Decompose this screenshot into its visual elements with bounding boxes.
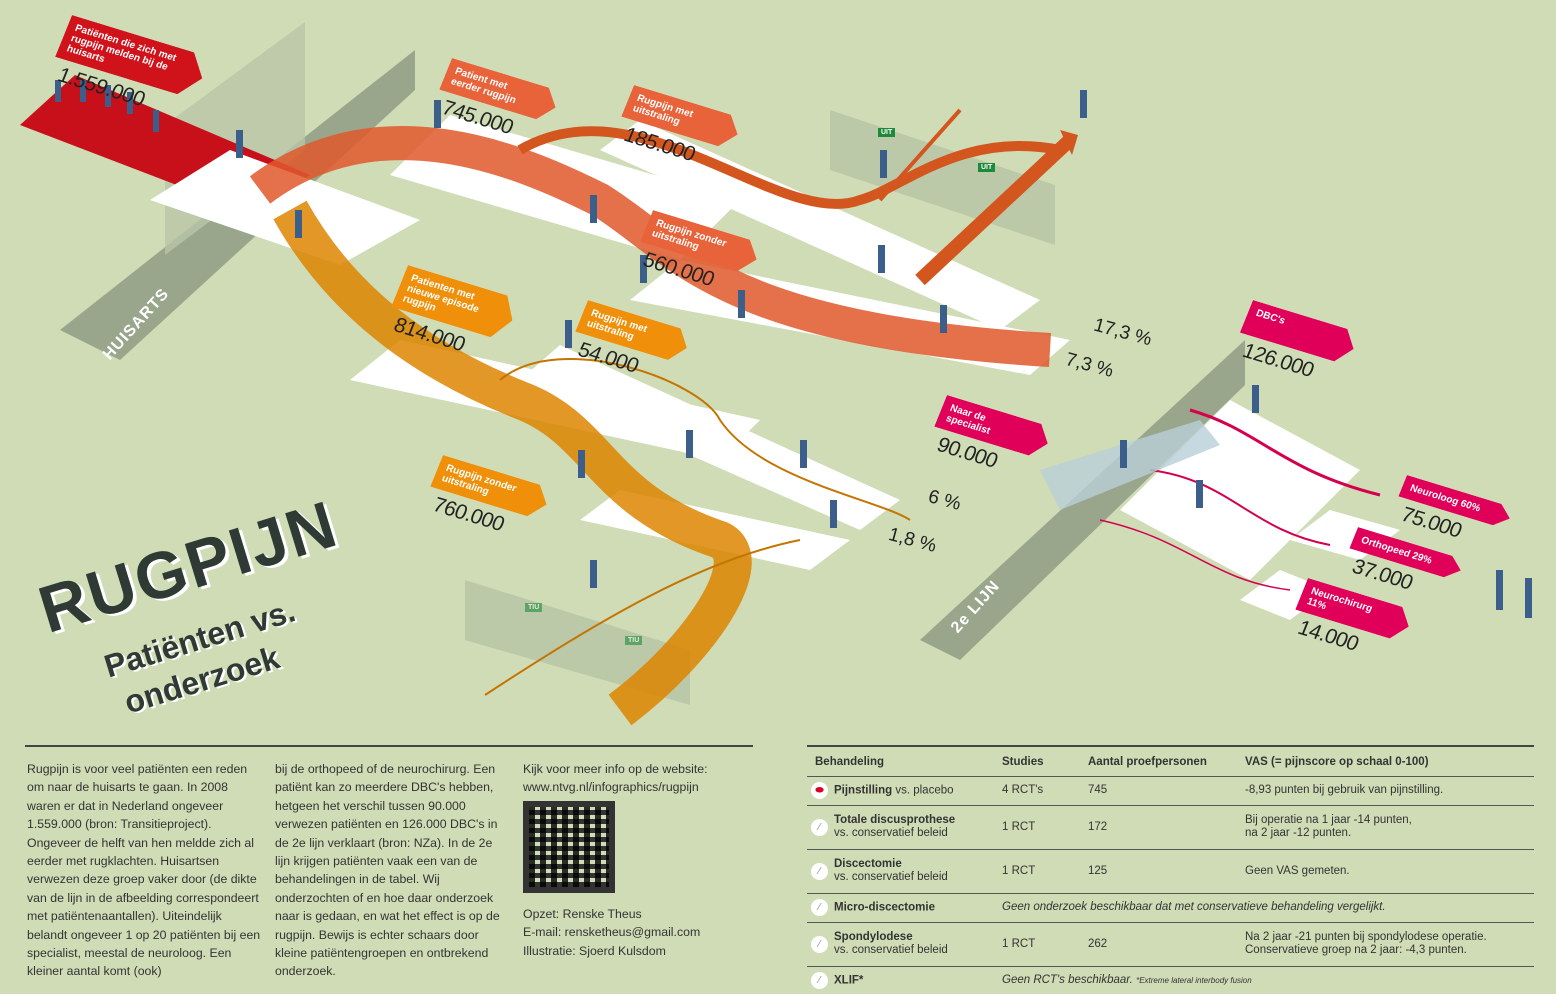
- credit-illustratie: Illustratie: Sjoerd Kulsdom: [523, 943, 666, 958]
- flow-met-uitstraling-1: [517, 126, 1061, 210]
- flow-nieuwe-episode: [273, 200, 752, 726]
- exit-sign-mirrored: TIU: [525, 603, 543, 612]
- table-header: Behandeling Studies Aantal proefpersonen…: [807, 748, 1534, 777]
- flow-neurochirurg: [1099, 519, 1291, 591]
- divider: [807, 745, 1534, 747]
- flow-neuroloog: [1189, 408, 1381, 497]
- escalator: [1040, 420, 1220, 510]
- people: [55, 80, 1532, 618]
- credit-email: E-mail: rensketheus@gmail.com: [523, 925, 701, 940]
- divider: [25, 745, 753, 747]
- arrow-head-icon: [1060, 130, 1078, 155]
- flow-eerder-rugpijn: [249, 126, 1052, 367]
- flow-met-uitstraling-2: [499, 358, 911, 521]
- flow-orthopeed: [1149, 469, 1331, 546]
- scalpel-icon: ⁄: [811, 971, 828, 989]
- treatment-table: Behandeling Studies Aantal proefpersonen…: [807, 748, 1534, 994]
- info-block: Kijk voor meer info op de website: www.n…: [523, 760, 753, 960]
- exit-sign: UIT: [978, 163, 996, 172]
- exit-sign-mirrored: TIU: [625, 636, 643, 645]
- flow-illustration: [20, 22, 1532, 726]
- exit-sign: UIT: [878, 128, 896, 137]
- website-link[interactable]: www.ntvg.nl/infographics/rugpijn: [523, 780, 699, 795]
- credit-opzet: Opzet: Renske Theus: [523, 906, 642, 921]
- flow-exit-arrow-small: [878, 108, 962, 202]
- scalpel-icon: ⁄: [811, 936, 828, 953]
- info-intro: Kijk voor meer info op de website:: [523, 762, 708, 776]
- table-row: ⁄Micro-discectomie Geen onderzoek beschi…: [807, 893, 1534, 923]
- scalpel-icon: ⁄: [811, 819, 828, 836]
- flow-exit-arrow: [915, 134, 1075, 286]
- intro-text-col2: bij de orthopeed of de neurochirurg. Een…: [275, 762, 500, 979]
- flow-exit-2: [484, 539, 801, 696]
- qr-code-icon[interactable]: [523, 800, 615, 893]
- intro-text-col1: Rugpijn is voor veel patiënten een reden…: [27, 762, 261, 979]
- scalpel-icon: ⁄: [811, 863, 828, 880]
- pill-icon: ⬬: [811, 782, 828, 799]
- exit-wall-bottom: [465, 580, 690, 705]
- table-row: ⁄XLIF* Geen RCT's beschikbaar. *Extreme …: [807, 966, 1534, 994]
- scalpel-icon: ⁄: [811, 899, 828, 916]
